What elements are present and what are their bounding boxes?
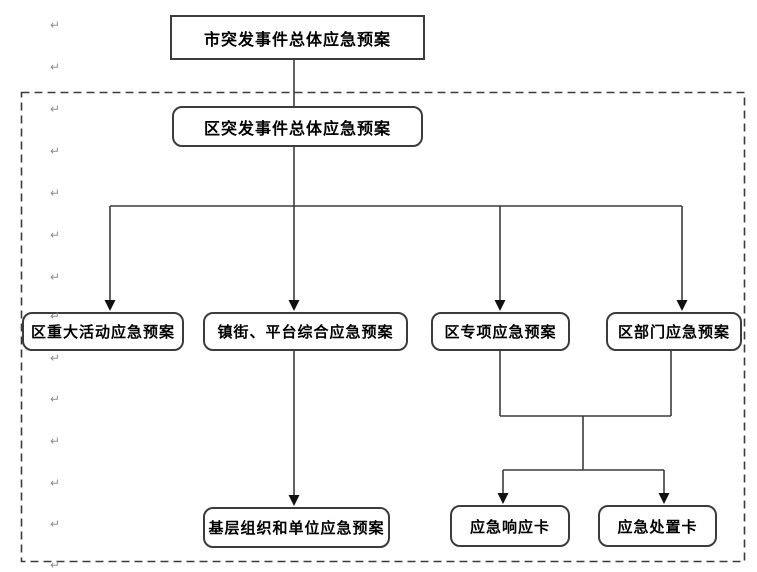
- paragraph-mark: ↵: [50, 228, 61, 242]
- arrowheads: [104, 300, 688, 506]
- node-grassroots-plan[interactable]: 基层组织和单位应急预案: [203, 507, 390, 548]
- node-response-card[interactable]: 应急响应卡: [450, 505, 570, 547]
- paragraph-mark: ↵: [50, 270, 61, 284]
- node-major-activity-plan[interactable]: 区重大活动应急预案: [22, 312, 184, 351]
- paragraph-mark: ↵: [50, 517, 61, 531]
- paragraph-mark: ↵: [50, 309, 61, 323]
- paragraph-mark: ↵: [50, 351, 61, 365]
- node-town-street-plan[interactable]: 镇街、平台综合应急预案: [203, 312, 408, 351]
- paragraph-mark: ↵: [50, 476, 61, 490]
- node-district-overall-plan[interactable]: 区突发事件总体应急预案: [172, 106, 423, 147]
- paragraph-mark: ↵: [50, 144, 61, 158]
- node-department-plan[interactable]: 区部门应急预案: [606, 312, 742, 351]
- node-special-plan[interactable]: 区专项应急预案: [431, 312, 570, 351]
- node-disposal-card[interactable]: 应急处置卡: [598, 505, 717, 547]
- paragraph-mark: ↵: [50, 434, 61, 448]
- paragraph-mark: ↵: [50, 392, 61, 406]
- dashed-boundary: [20, 91, 746, 563]
- paragraph-mark: ↵: [50, 186, 61, 200]
- paragraph-mark: ↵: [50, 60, 61, 74]
- node-city-overall-plan[interactable]: 市突发事件总体应急预案: [170, 15, 425, 60]
- paragraph-mark: ↵: [50, 558, 61, 572]
- paragraph-mark: ↵: [50, 18, 61, 32]
- paragraph-mark: ↵: [50, 102, 61, 116]
